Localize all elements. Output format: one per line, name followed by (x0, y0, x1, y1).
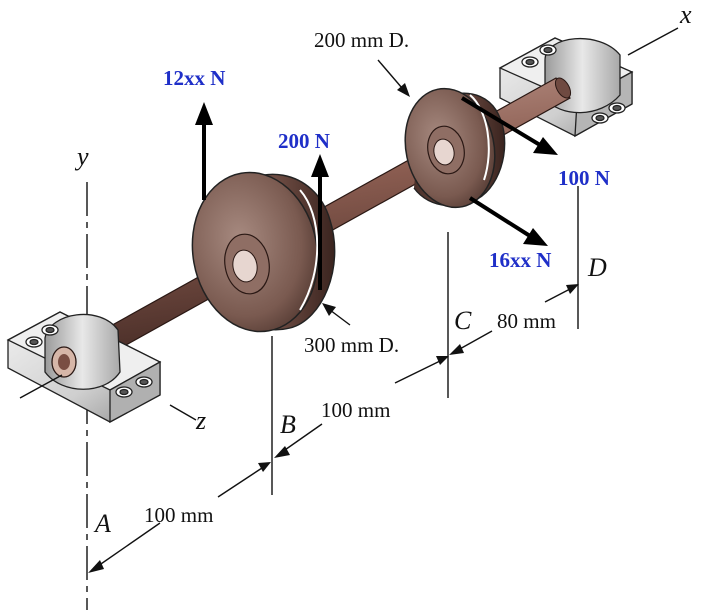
left-bearing (6, 311, 162, 424)
diameter-leaders (322, 59, 410, 326)
dim-cd-label: 80 mm (497, 309, 556, 333)
force-label-16xx: 16xx N (489, 248, 552, 272)
axis-y-label: y (77, 142, 89, 171)
shaft-end-right (554, 77, 572, 99)
dim-ab-label: 100 mm (144, 503, 214, 527)
force-arrows (195, 96, 558, 290)
pulley-b (191, 171, 336, 333)
dim-bc-line-2 (394, 360, 441, 384)
dim-ab-line-1 (97, 522, 161, 567)
force-arrowhead-12xx (195, 102, 213, 125)
force-arrowhead-100 (533, 137, 558, 155)
force-label-200: 200 N (278, 129, 330, 153)
point-b-label: B (280, 410, 296, 439)
dim-bc-label: 100 mm (321, 398, 391, 422)
x-axis-line (627, 27, 679, 56)
force-arrow-16xx (468, 196, 532, 238)
shaft-axis-left (19, 374, 63, 399)
force-arrowhead-200 (311, 154, 329, 177)
point-d-label: D (588, 253, 607, 282)
pulley-large-diameter-label: 300 mm D. (304, 333, 400, 357)
force-label-100: 100 N (558, 166, 610, 190)
z-axis-line (169, 404, 197, 421)
dimension-lines (88, 284, 579, 573)
axis-z-label: z (196, 406, 207, 435)
pulley-c (404, 87, 506, 209)
pulley-small-diameter-label: 200 mm D. (314, 28, 410, 52)
dim-ab-line-2 (217, 467, 263, 498)
force-arrowhead-16xx (523, 228, 548, 246)
dim-cd-line-1 (457, 330, 493, 351)
point-a-label: A (95, 509, 111, 538)
axis-x-label: x (680, 0, 692, 29)
dim-cd-line-2 (544, 288, 571, 303)
dim-bc-line-1 (281, 423, 323, 453)
point-c-label: C (454, 306, 472, 335)
force-label-12xx: 12xx N (163, 66, 226, 90)
force-arrow-100 (460, 96, 542, 147)
